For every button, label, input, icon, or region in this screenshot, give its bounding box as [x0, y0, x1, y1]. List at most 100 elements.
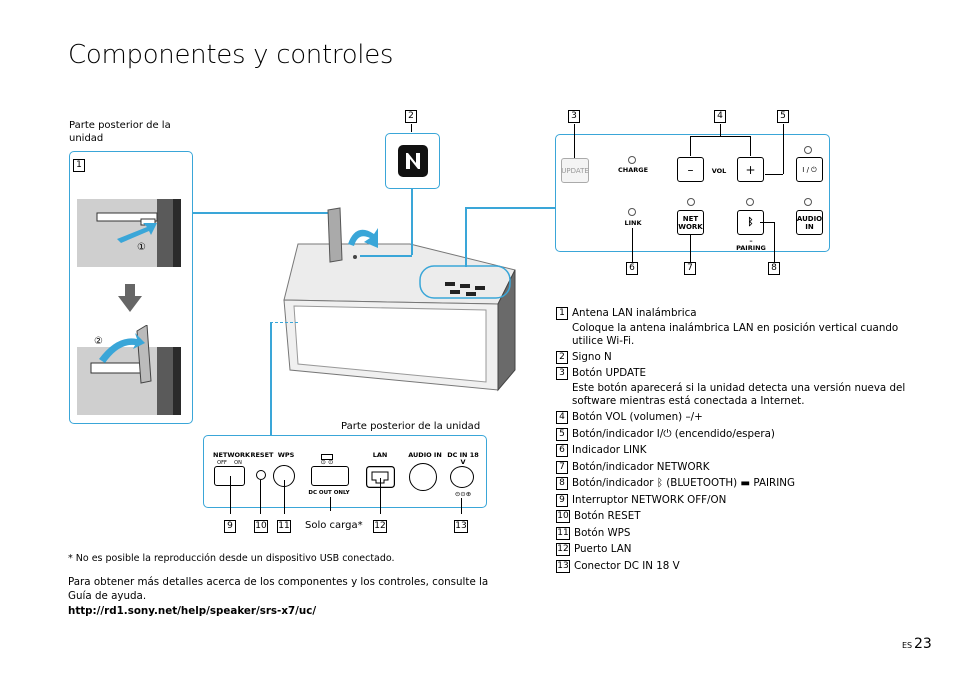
step-2-marker: ②: [94, 336, 103, 347]
rear-panel-box: [203, 435, 487, 508]
legend-item: 5 Botón/indicador I/⏻ (encendido/espera): [556, 427, 916, 441]
callout-13-leader: [461, 498, 462, 514]
rear-dc-in-label: DC IN 18 V: [447, 451, 479, 466]
legend-number: 7: [556, 460, 568, 474]
legend-number: 9: [556, 493, 568, 507]
legend-description: Coloque la antena inalámbrica LAN en pos…: [572, 321, 899, 347]
network-indicator: [687, 198, 695, 206]
legend-heading: Botón RESET: [574, 510, 641, 523]
rear-on-label: ON: [234, 460, 242, 466]
callout-7: 7: [684, 262, 696, 275]
callout-1: 1: [73, 159, 85, 172]
rear-reset-label: RESET: [250, 451, 274, 459]
help-guide-link[interactable]: http://rd1.sony.net/help/speaker/srs-x7/…: [68, 605, 317, 617]
callout-8-leader-h: [760, 222, 774, 223]
callout-7-leader: [690, 235, 691, 262]
power-button[interactable]: I / ⏻: [796, 157, 823, 182]
legend-heading: Botón/indicador ᛒ (BLUETOOTH) ▬ PAIRING: [572, 477, 795, 490]
callout-9-leader: [230, 476, 231, 514]
bluetooth-indicator: [746, 198, 754, 206]
rear-lan-label: LAN: [372, 451, 388, 459]
charge-label: CHARGE: [617, 166, 649, 174]
network-switch[interactable]: [214, 466, 245, 486]
antenna-inset: [69, 151, 193, 424]
page-title: Componentes y controles: [68, 40, 394, 70]
callout-4-leader-r: [750, 136, 751, 156]
usb-port[interactable]: [311, 466, 349, 486]
legend-heading: Signo N: [572, 350, 612, 363]
arrow-down-icon: [118, 284, 142, 312]
audio-in-button[interactable]: AUDIO IN: [796, 210, 823, 235]
legend-heading: Puerto LAN: [574, 543, 632, 556]
page-number: 23: [914, 636, 932, 652]
callout-3-leader: [574, 124, 575, 158]
back-label-bottom: Parte posterior de la unidad: [341, 421, 481, 432]
usb-icon: [321, 454, 333, 460]
control-panel-box: [555, 134, 830, 252]
solo-carga-label: Solo carga*: [305, 520, 363, 531]
more-info-text: Para obtener más detalles acerca de los …: [68, 576, 489, 602]
reset-button[interactable]: [256, 470, 266, 480]
charge-indicator: [628, 156, 636, 164]
legend-item: 7 Botón/indicador NETWORK: [556, 460, 916, 474]
nfc-n-icon: [398, 145, 428, 177]
legend-heading: Botón/indicador I/⏻ (encendido/espera): [572, 427, 775, 440]
link-indicator: [628, 208, 636, 216]
legend-description: Este botón aparecerá si la unidad detect…: [572, 381, 906, 408]
callout-11: 11: [277, 520, 291, 533]
network-button[interactable]: NET WORK: [677, 210, 704, 235]
callout-8-leader: [774, 222, 775, 262]
dc-polarity-icon: ⊝⊙⊕: [454, 490, 472, 498]
nfc-leader-v: [411, 189, 413, 255]
link-label: LINK: [624, 219, 642, 227]
callout-9: 9: [224, 520, 236, 533]
callout-10: 10: [254, 520, 268, 533]
update-button[interactable]: UPDATE: [561, 158, 589, 183]
pairing-label: – PAIRING: [736, 237, 766, 252]
legend-heading: Botón VOL (volumen) –/+: [572, 411, 703, 424]
volume-up-button[interactable]: +: [737, 157, 764, 182]
rear-network-label: NETWORK: [213, 451, 251, 459]
audio-in-jack[interactable]: [409, 463, 437, 491]
bluetooth-button[interactable]: ᛒ: [737, 210, 764, 235]
nfc-leader-h: [360, 255, 412, 257]
legend-number: 11: [556, 526, 570, 540]
power-indicator: [804, 146, 812, 154]
nfc-box: [385, 133, 440, 189]
antenna-step1-illustration: [77, 199, 181, 267]
connector-line: [193, 212, 333, 214]
legend-number: 3: [556, 367, 568, 381]
legend-item: 11 Botón WPS: [556, 526, 916, 540]
callout-5-leader-h: [765, 174, 783, 175]
rear-leader-v: [270, 322, 272, 435]
callout-12-leader: [380, 478, 381, 514]
callout-2: 2: [405, 110, 417, 123]
legend-heading: Botón/indicador NETWORK: [572, 460, 710, 473]
legend-heading: Botón WPS: [574, 526, 631, 539]
dc-out-label: DC OUT ONLY: [308, 490, 350, 496]
callout-4-leader-h: [690, 136, 750, 137]
volume-down-button[interactable]: –: [677, 157, 704, 182]
callout-12: 12: [373, 520, 387, 533]
rear-leader-h: [270, 322, 298, 323]
callout-8: 8: [768, 262, 780, 275]
vol-label: VOL: [711, 167, 727, 175]
callout-4-leader-l: [690, 136, 691, 156]
solo-carga-leader: [330, 497, 331, 511]
rear-audio-in-label: AUDIO IN: [408, 451, 442, 459]
callout-6-leader: [632, 228, 633, 262]
dc-in-jack[interactable]: [450, 466, 474, 488]
legend-heading: Interruptor NETWORK OFF/ON: [572, 493, 727, 506]
page-lang: ES: [902, 641, 913, 650]
callout-4: 4: [714, 110, 726, 123]
rear-wps-label: WPS: [277, 451, 295, 459]
callout-2-leader: [411, 124, 413, 132]
legend-number: 5: [556, 427, 568, 441]
